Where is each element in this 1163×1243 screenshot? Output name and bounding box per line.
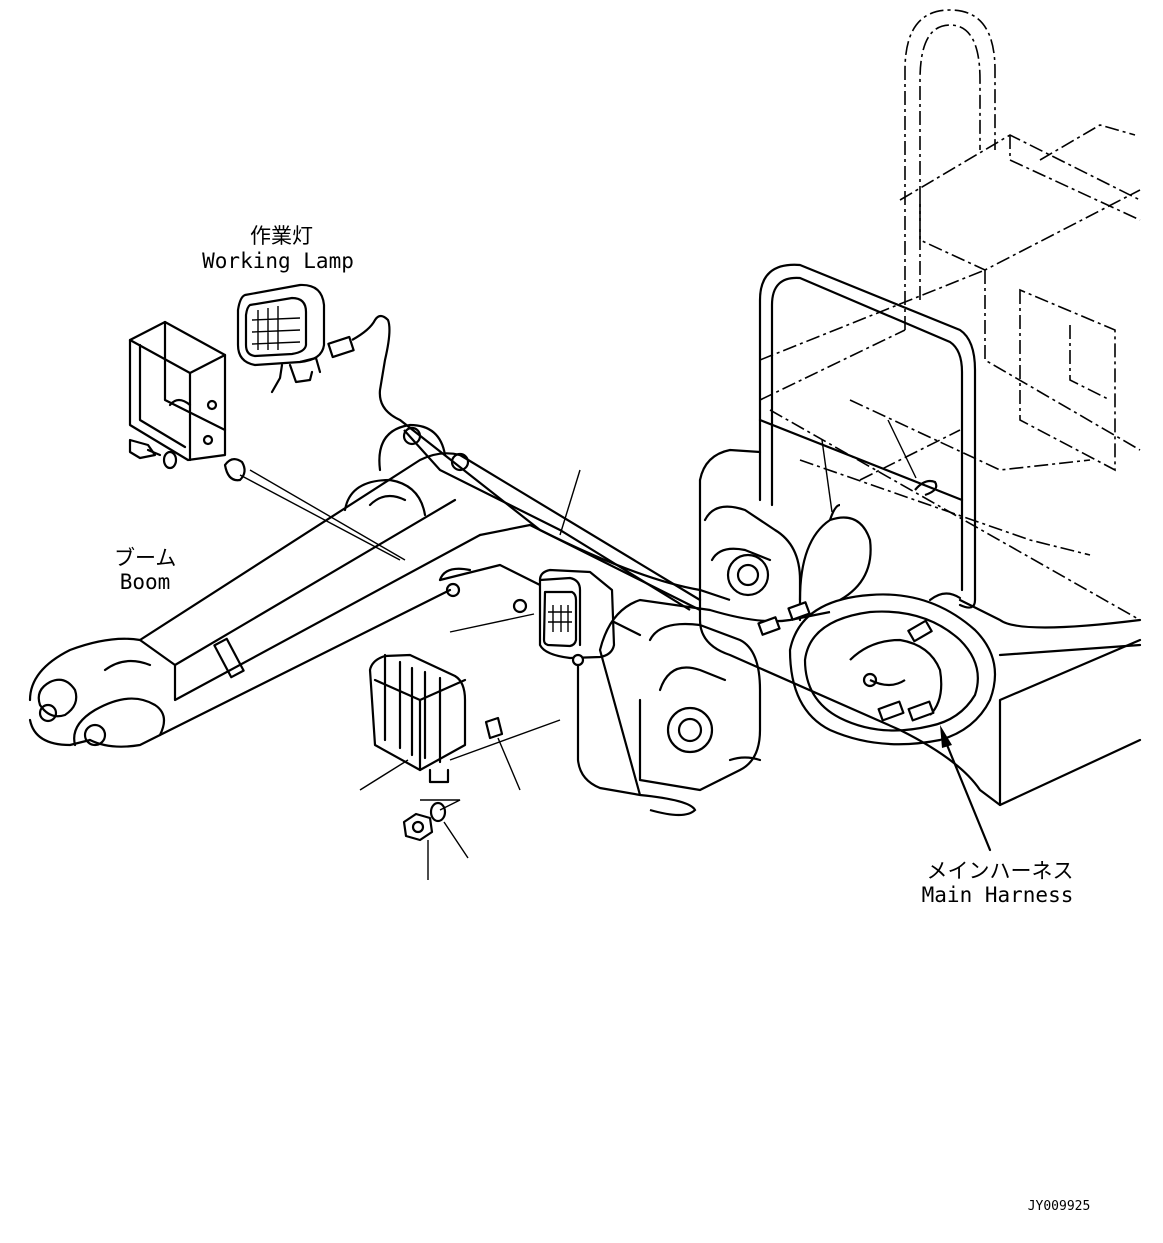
boom-label-jp: ブーム (114, 546, 177, 570)
working-lamp-label-jp: 作業灯 (250, 224, 313, 248)
working-lamp-illustration (236, 283, 731, 611)
main-harness-arrow (940, 725, 992, 852)
main-harness-label-en: Main Harness (921, 883, 1074, 907)
working-lamp-lower (449, 568, 831, 817)
machine-deck (698, 448, 1142, 807)
working-lamp-label-en: Working Lamp (202, 249, 354, 273)
lamp-cover (359, 653, 467, 791)
boom (28, 423, 702, 748)
harness-loop-plate (788, 593, 997, 746)
boom-label-en: Boom (119, 570, 171, 594)
lamp-bracket (128, 320, 401, 561)
harness-connectors (757, 479, 938, 636)
front-guard (758, 263, 977, 609)
swing-bracket (638, 505, 802, 792)
fasteners (402, 716, 561, 880)
drawing-code: JY009925 (1027, 1199, 1091, 1214)
leader-lines (249, 419, 917, 561)
machine-body-outline (759, 9, 1141, 621)
main-harness-label-jp: メインハーネス (926, 859, 1074, 883)
